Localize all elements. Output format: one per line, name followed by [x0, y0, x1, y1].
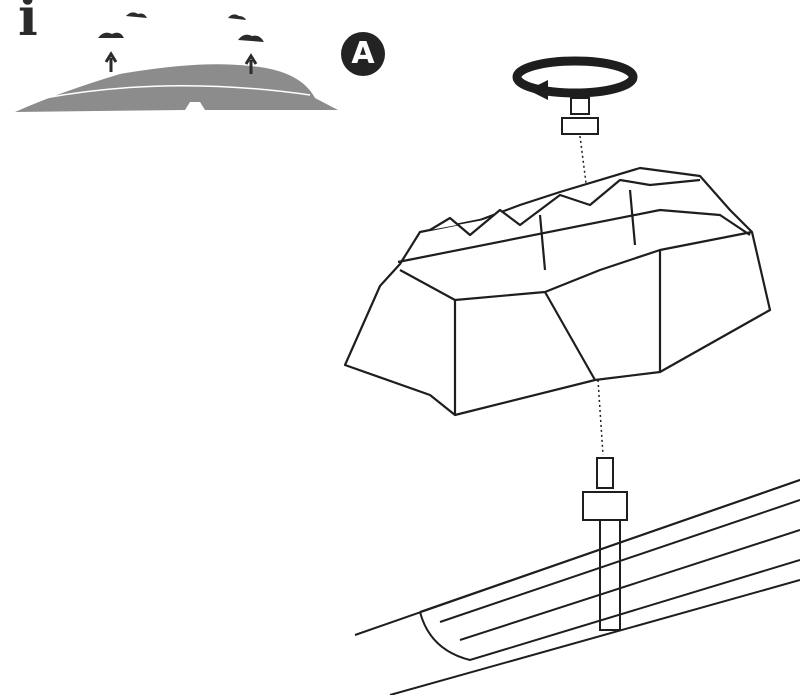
stud-bolt-icon [582, 457, 628, 631]
foot-pack [343, 166, 772, 417]
info-icon: i [18, 0, 38, 48]
step-badge: A [341, 32, 385, 76]
rotate-arrow-icon [512, 56, 638, 100]
roof-snow-icon [15, 12, 338, 112]
bolt-icon [561, 97, 599, 135]
roof-rail [354, 479, 800, 695]
